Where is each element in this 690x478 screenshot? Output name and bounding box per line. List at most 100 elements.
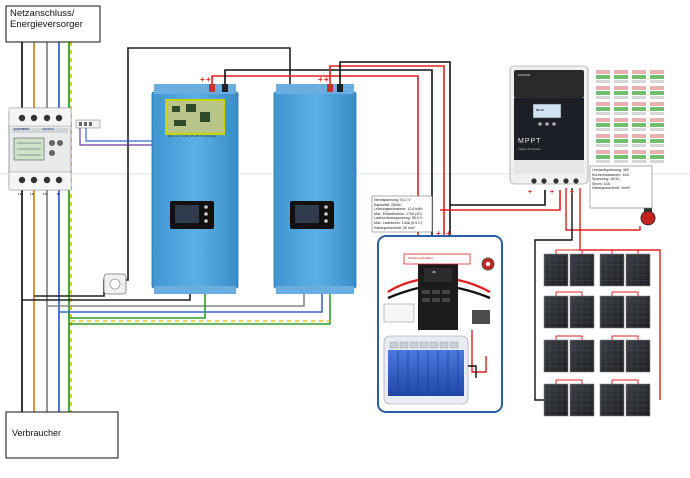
solar-panel xyxy=(543,339,569,373)
meter-button xyxy=(57,140,63,146)
inverter-2-button xyxy=(324,219,328,223)
battery-cells xyxy=(383,335,469,405)
settings-cell xyxy=(650,150,664,163)
mppt-screen xyxy=(532,103,562,119)
panel-wire xyxy=(611,379,639,384)
bms-warning-label xyxy=(403,253,471,265)
meter-top-screws xyxy=(18,114,63,122)
battery-spec-box xyxy=(371,195,433,233)
settings-cell xyxy=(614,150,628,163)
meter-terminal-label: L1 xyxy=(18,192,22,196)
solar-array xyxy=(543,249,651,417)
settings-cell xyxy=(632,134,646,147)
settings-cell xyxy=(596,118,610,131)
meter-bottom-screws xyxy=(18,176,63,184)
mppt-brand: EPEVER xyxy=(518,73,531,77)
settings-cell xyxy=(632,70,646,83)
current-clamp-icon xyxy=(103,273,127,295)
settings-cell xyxy=(596,70,610,83)
solar-panel xyxy=(599,339,625,373)
solar-panel xyxy=(543,295,569,329)
grid-connection-box xyxy=(5,5,101,43)
pv-spec-box xyxy=(589,165,653,209)
meter-button xyxy=(49,140,55,146)
inverter-2 xyxy=(273,84,357,294)
settings-cell xyxy=(650,86,664,99)
settings-cell xyxy=(596,86,610,99)
settings-cell xyxy=(632,86,646,99)
battery-wire xyxy=(471,330,487,373)
svg-text:+: + xyxy=(528,189,532,196)
pv-spec-line: Kabelquerschnitt: 4mm² xyxy=(592,186,630,191)
rs485-module xyxy=(75,119,101,129)
svg-text:+: + xyxy=(570,189,574,196)
battery-spec-line: Leistungsentnahme: 12,6 kWh xyxy=(374,207,423,212)
solar-panel xyxy=(599,295,625,329)
meter-brand: EASTRON xyxy=(14,127,29,131)
meter-terminal-label: L3 xyxy=(43,192,47,196)
bms-warning-text: Sicherung (fusible) xyxy=(408,256,434,260)
load-box xyxy=(5,411,119,459)
solar-panel xyxy=(543,253,569,287)
load-wires xyxy=(21,190,60,412)
solar-panel xyxy=(625,253,651,287)
mppt-title: MPPT xyxy=(518,138,542,145)
settings-cell xyxy=(614,86,628,99)
dc-battery-wires xyxy=(211,61,561,240)
grid-box-label-line1: Netzanschluss/ xyxy=(10,8,75,19)
panel-wire xyxy=(611,291,639,296)
solar-panel xyxy=(599,383,625,417)
inverter-2-button xyxy=(324,205,328,209)
battery-spec-list: Nennspannung: 51,2 V Kapazität: 280Ah Le… xyxy=(374,198,423,230)
solar-panel xyxy=(625,339,651,373)
svg-text:+: + xyxy=(318,75,323,84)
settings-cell xyxy=(632,102,646,115)
svg-text:+: + xyxy=(550,189,554,196)
battery-spec-line: Max. Entladestrom: 175A (3C) xyxy=(374,211,423,216)
pv-breaker-icon xyxy=(640,206,656,226)
settings-cell xyxy=(596,102,610,115)
settings-cell xyxy=(614,70,628,83)
bms-logo: JK xyxy=(432,270,436,274)
battery-spec-line: Kapazität: 280Ah xyxy=(374,202,402,207)
battery-spec-line: Kabelquerschnitt: 35 mm² xyxy=(374,225,415,230)
settings-cell xyxy=(614,118,628,131)
panel-wire xyxy=(555,335,583,340)
bluetooth-module xyxy=(472,310,490,324)
solar-panel xyxy=(599,253,625,287)
svg-text:+: + xyxy=(436,229,441,238)
solar-panel xyxy=(569,253,595,287)
pv-spec-line: Strom: 10A xyxy=(592,181,610,186)
inverter-1-top-connectors xyxy=(209,84,228,92)
settings-cell xyxy=(632,118,646,131)
pv-spec-line: Spannung: 38,5V xyxy=(592,177,620,182)
battery-spec-line: Ladeschlussspannung: 58,4 V xyxy=(374,216,423,221)
mppt-terminals xyxy=(531,178,579,184)
mppt-subtitle: Tracer AN Series xyxy=(518,147,541,151)
battery-spec-line: Nennspannung: 51,2 V xyxy=(374,198,411,202)
battery-wire xyxy=(468,365,477,378)
meter-lcd-lines xyxy=(17,142,41,156)
settings-cell xyxy=(650,134,664,147)
grid-wires xyxy=(21,42,72,412)
svg-text:+: + xyxy=(324,75,329,84)
settings-cell xyxy=(650,102,664,115)
panel-wire xyxy=(611,249,639,254)
bms-cables xyxy=(387,278,491,300)
panel-wire xyxy=(611,335,639,340)
inverter-1-button xyxy=(204,205,208,209)
inverter-1 xyxy=(151,84,239,294)
fuse-breaker-icon xyxy=(481,257,495,271)
pv-spec-line: Leerlaufspannung: 46V xyxy=(592,168,630,172)
circuit-chips xyxy=(172,104,210,126)
solar-panel xyxy=(625,295,651,329)
settings-cell xyxy=(614,102,628,115)
panel-wire xyxy=(555,249,583,254)
mppt-controller xyxy=(509,65,589,185)
settings-cell xyxy=(596,134,610,147)
inverter-1-button xyxy=(204,219,208,223)
inverter-1-button xyxy=(204,212,208,216)
settings-panel xyxy=(596,70,664,163)
